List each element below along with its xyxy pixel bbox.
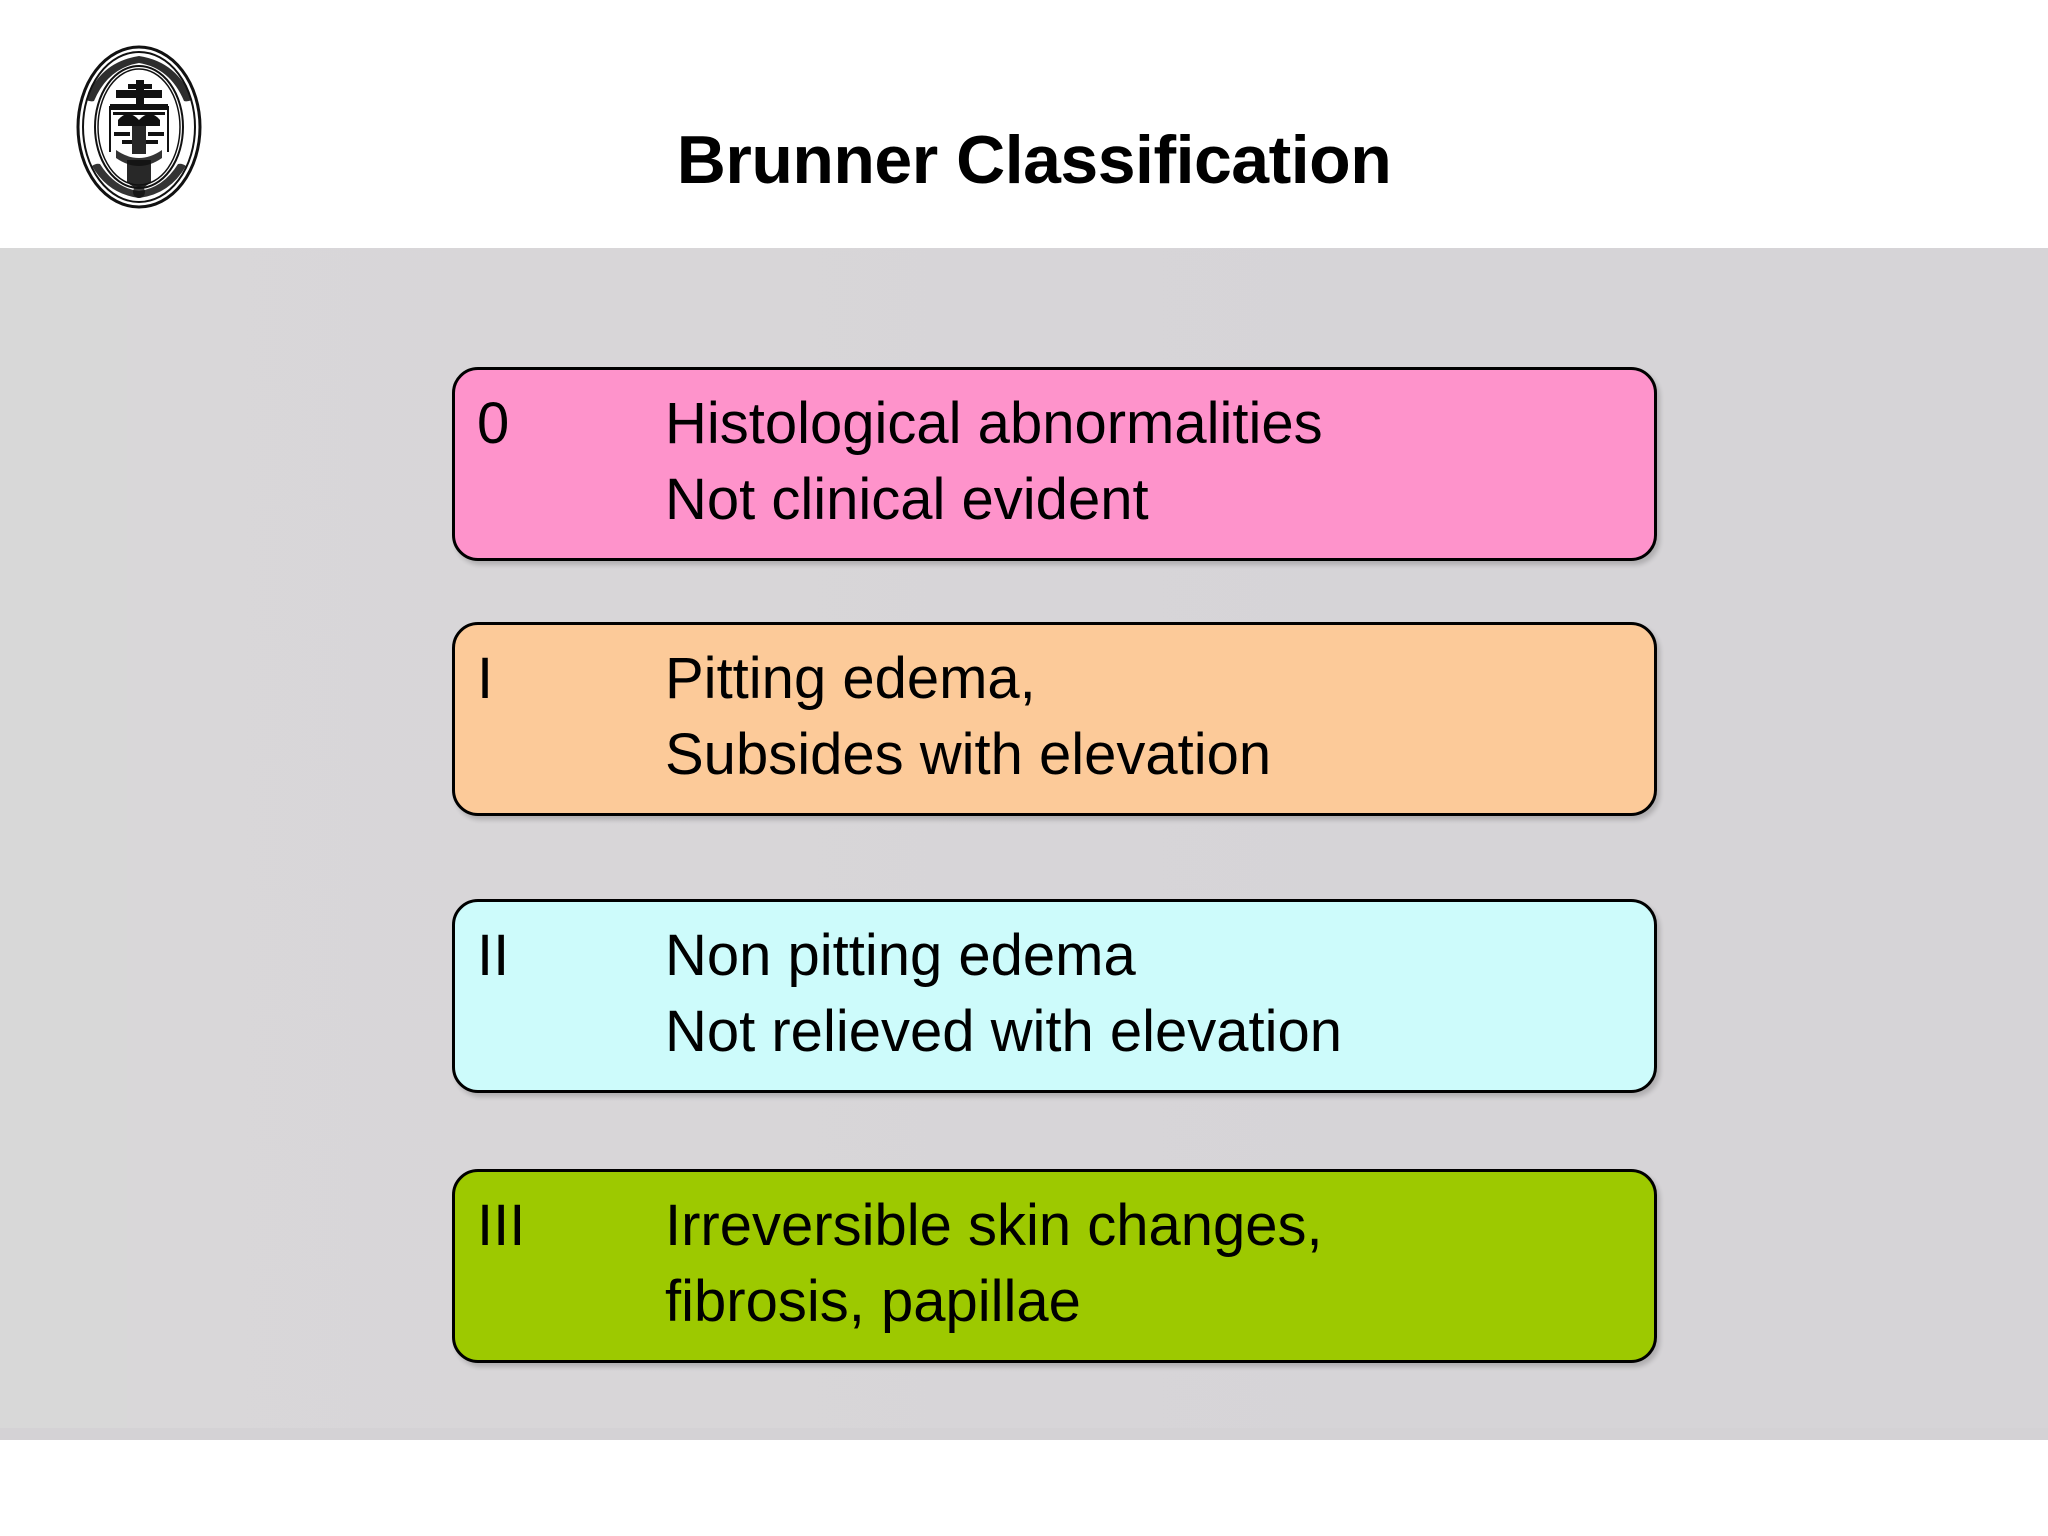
grade-description-line-1: Histological abnormalities — [665, 391, 1323, 456]
classification-row-2: II Non pitting edema Not relieved with e… — [452, 899, 1657, 1093]
grade-description-line-2: fibrosis, papillae — [665, 1269, 1081, 1334]
grade-description-line-2: Not relieved with elevation — [665, 999, 1343, 1064]
grade-label-1: I — [477, 646, 494, 711]
grade-label-0: 0 — [477, 391, 510, 456]
page-title: Brunner Classification — [676, 122, 1392, 198]
grade-description-line-2: Not clinical evident — [665, 467, 1149, 532]
slide-body: 0 Histological abnormalities Not clinica… — [0, 248, 2048, 1440]
grade-description-line-1: Irreversible skin changes, — [665, 1193, 1323, 1258]
grade-description-0: Histological abnormalities Not clinical … — [665, 386, 1654, 538]
university-seal-logo — [44, 40, 234, 215]
grade-description-line-1: Non pitting edema — [665, 923, 1136, 988]
classification-row-3: III Irreversible skin changes, fibrosis,… — [452, 1169, 1657, 1363]
slide-header: Brunner Classification — [0, 0, 2048, 248]
grade-label-2: II — [477, 923, 510, 988]
classification-row-1: I Pitting edema, Subsides with elevation — [452, 622, 1657, 816]
grade-description-line-1: Pitting edema, — [665, 646, 1036, 711]
grade-description-3: Irreversible skin changes, fibrosis, pap… — [665, 1188, 1654, 1340]
classification-row-0: 0 Histological abnormalities Not clinica… — [452, 367, 1657, 561]
grade-label-3: III — [477, 1193, 526, 1258]
grade-description-2: Non pitting edema Not relieved with elev… — [665, 918, 1654, 1070]
grade-description-line-2: Subsides with elevation — [665, 722, 1272, 787]
grade-description-1: Pitting edema, Subsides with elevation — [665, 641, 1654, 793]
